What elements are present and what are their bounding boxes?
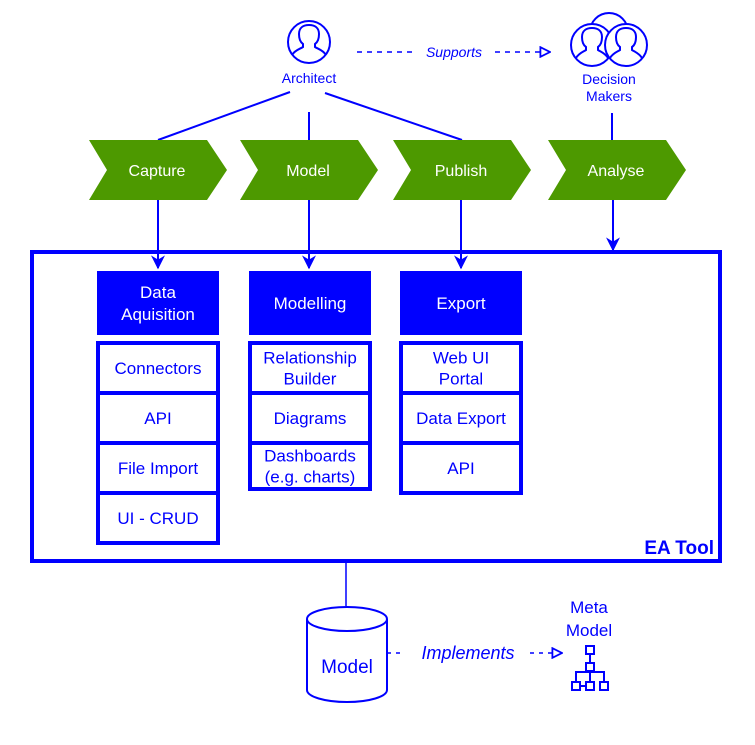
module-item-box <box>96 491 220 545</box>
stage-capture[interactable]: Capture <box>89 140 227 200</box>
stage-publish[interactable]: Publish <box>393 140 531 200</box>
connector-architect-publish <box>324 92 463 141</box>
module-header-label: Modelling <box>274 294 347 313</box>
module-item-label: Builder <box>284 370 337 389</box>
user-group-icon <box>570 12 648 67</box>
module-item[interactable]: Connectors <box>96 341 220 395</box>
module-item[interactable]: Diagrams <box>248 391 372 445</box>
meta-model-label-line2: Model <box>566 621 612 640</box>
module-header[interactable]: Export <box>400 271 522 335</box>
module-item-label: API <box>144 409 171 428</box>
module-item-label: Relationship <box>263 349 357 368</box>
decision-makers-label-line2: Makers <box>586 88 632 104</box>
chevron-shape <box>240 140 378 200</box>
user-icon <box>287 20 331 64</box>
stage-label: Publish <box>435 163 487 180</box>
ea-tool-label: EA Tool <box>644 538 714 559</box>
stage-label: Capture <box>129 163 186 180</box>
module-item[interactable]: UI - CRUD <box>96 491 220 545</box>
architect-label: Architect <box>282 70 337 86</box>
supports-label: Supports <box>426 44 482 60</box>
module-header-box <box>400 271 522 335</box>
module-item[interactable]: Web UI Portal <box>399 341 523 395</box>
model-store[interactable]: Model <box>306 606 388 703</box>
chevron-shape <box>548 140 686 200</box>
module-header-label: Data <box>140 283 176 302</box>
decision-makers-actor[interactable]: Decision Makers <box>570 12 648 104</box>
connector-architect-capture <box>157 91 291 141</box>
module-header-label: Export <box>436 294 485 313</box>
module-item-label: Web UI <box>433 349 489 368</box>
chevron-shape <box>393 140 531 200</box>
module-item-label: Portal <box>439 370 483 389</box>
implements-label: Implements <box>421 643 514 663</box>
module-item-label: UI - CRUD <box>117 509 198 528</box>
module-item-box <box>248 441 372 491</box>
meta-model[interactable]: Meta Model <box>566 598 612 691</box>
module-header-box <box>249 271 371 335</box>
module-header[interactable]: Modelling <box>249 271 371 335</box>
architect-actor[interactable]: Architect <box>282 20 337 86</box>
module-column: ModellingRelationshipBuilderDiagramsDash… <box>248 271 372 491</box>
meta-model-label-line1: Meta <box>570 598 608 617</box>
hierarchy-icon <box>571 645 609 691</box>
module-item-label: Diagrams <box>274 409 347 428</box>
module-item-label: Connectors <box>115 359 202 378</box>
module-item[interactable]: API <box>96 391 220 445</box>
module-item[interactable]: API <box>399 441 523 495</box>
chevron-shape <box>89 140 227 200</box>
module-item-label: Dashboards <box>264 447 356 466</box>
model-store-label: Model <box>321 657 373 678</box>
ea-tool-border <box>30 250 722 563</box>
module-item-label: (e.g. charts) <box>265 468 356 487</box>
module-item[interactable]: Data Export <box>399 391 523 445</box>
module-item[interactable]: Dashboards (e.g. charts) <box>248 441 372 491</box>
module-item[interactable]: File Import <box>96 441 220 495</box>
stage-label: Model <box>286 163 330 180</box>
decision-makers-label-line1: Decision <box>582 71 636 87</box>
implements-relation: Implements <box>387 643 562 663</box>
module-item-box <box>399 441 523 495</box>
stage-model[interactable]: Model <box>240 140 378 200</box>
stage-label: Analyse <box>588 163 645 180</box>
module-item-label: Data Export <box>416 409 506 428</box>
stage-analyse[interactable]: Analyse <box>548 140 686 200</box>
module-item-label: File Import <box>118 459 199 478</box>
architect-connectors <box>157 91 613 141</box>
stage-chevrons: Capture Model Publish Analyse <box>89 140 686 200</box>
stage-arrows <box>151 200 620 270</box>
module-item-label: API <box>447 459 474 478</box>
database-cylinder-icon <box>306 606 388 703</box>
module-header-box <box>97 271 219 335</box>
ea-tool-container: EA Tool <box>30 250 722 563</box>
module-header-label: Aquisition <box>121 305 195 324</box>
supports-relation: Supports <box>357 44 550 60</box>
